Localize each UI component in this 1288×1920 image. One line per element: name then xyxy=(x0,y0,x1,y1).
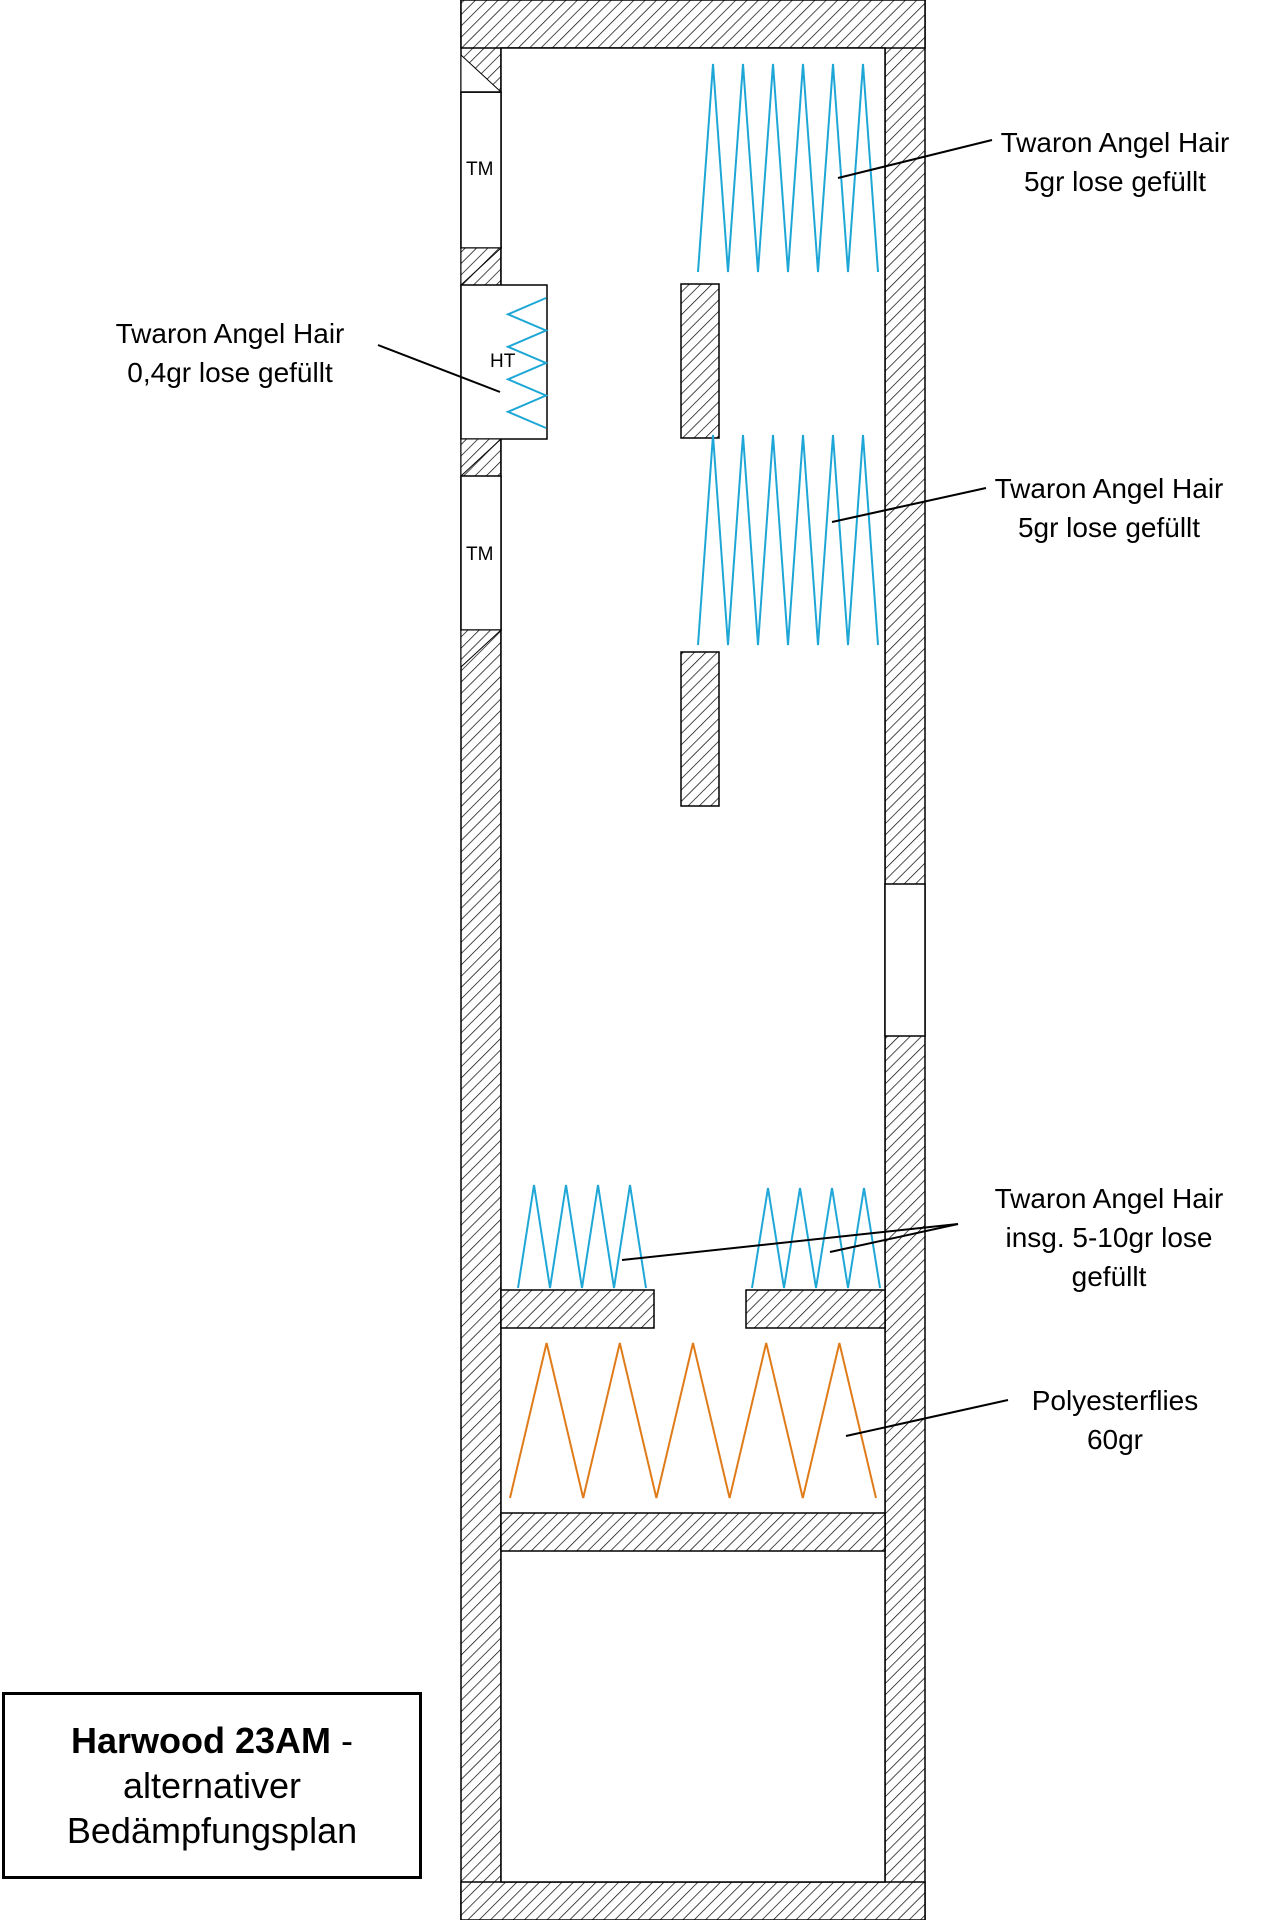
tm-bottom-label: TM xyxy=(466,544,493,565)
title-box: Harwood 23AM - alternativer Bedämpfungsp… xyxy=(2,1692,422,1879)
tw-bottom-line2: insg. 5-10gr lose xyxy=(1005,1222,1212,1253)
driver-openings: TM HT TM xyxy=(460,53,548,669)
tw-top-line2: 5gr lose gefüllt xyxy=(1024,166,1206,197)
poly-line1: Polyesterflies xyxy=(1032,1385,1199,1416)
twaron-top-fill xyxy=(697,63,879,273)
leader-poly xyxy=(845,1399,1009,1437)
ht-label: HT xyxy=(490,351,516,372)
shelf-right xyxy=(745,1289,886,1329)
twaron-mid-fill xyxy=(697,434,879,646)
internal-braces xyxy=(500,283,886,1552)
twaron-ht-fill xyxy=(505,297,549,429)
top-wall xyxy=(460,0,926,49)
twaron-bottom-right-fill xyxy=(751,1187,881,1289)
shelf-full xyxy=(500,1512,886,1552)
ht-driver xyxy=(460,284,548,440)
tw-ht-line1: Twaron Angel Hair xyxy=(116,318,345,349)
poly-line2: 60gr xyxy=(1087,1424,1143,1455)
title-line3: Bedämpfungsplan xyxy=(66,1810,358,1851)
bottom-wall xyxy=(460,1881,926,1920)
tw-bottom-line3: gefüllt xyxy=(1072,1261,1147,1292)
tw-top-line1: Twaron Angel Hair xyxy=(1001,127,1230,158)
tw-ht-line2: 0,4gr lose gefüllt xyxy=(127,357,333,388)
tw-mid-line2: 5gr lose gefüllt xyxy=(1018,512,1200,543)
tw-bottom-line1: Twaron Angel Hair xyxy=(995,1183,1224,1214)
title-bold: Harwood 23AM xyxy=(70,1720,332,1761)
title-dash: - xyxy=(331,1720,354,1761)
leader-tw-bottom-right xyxy=(829,1223,959,1253)
annotations: Twaron Angel Hair 5gr lose gefüllt Twaro… xyxy=(116,127,1230,1455)
leader-lines xyxy=(377,139,1009,1437)
brace-middle xyxy=(680,651,720,807)
twaron-bottom-left-fill xyxy=(517,1184,647,1289)
leader-tw-bottom-left xyxy=(621,1223,959,1261)
damping-material xyxy=(505,63,881,1499)
leader-tw-mid xyxy=(831,487,987,523)
polyester-fill xyxy=(509,1342,877,1499)
brace-upper xyxy=(680,283,720,439)
tm-top-driver xyxy=(460,91,502,249)
port-opening xyxy=(884,883,926,1037)
title-line2: alternativer xyxy=(122,1765,302,1806)
tm-top-label: TM xyxy=(466,159,493,180)
tw-mid-line1: Twaron Angel Hair xyxy=(995,473,1224,504)
leader-tw-ht xyxy=(377,344,501,393)
leader-tw-top xyxy=(837,139,993,179)
shelf-left xyxy=(500,1289,655,1329)
